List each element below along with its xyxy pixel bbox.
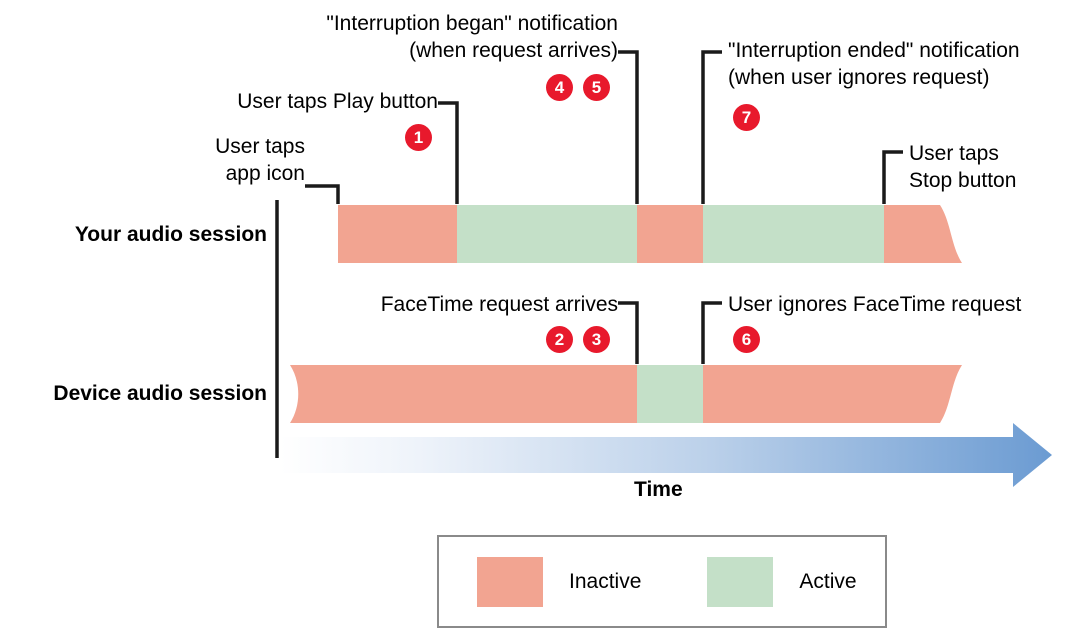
annotation-user-taps-app-icon: User taps app icon xyxy=(215,135,305,185)
time-axis-label: Time xyxy=(634,478,683,501)
badge-5: 5 xyxy=(583,74,610,101)
segment-inactive xyxy=(637,205,703,263)
legend-swatch-inactive xyxy=(477,556,543,607)
legend-label-inactive: Inactive xyxy=(569,569,642,593)
segment-inactive xyxy=(290,365,637,423)
leader-interruption-began xyxy=(618,50,639,204)
annotation-user-ignores-facetime: User ignores FaceTime request xyxy=(728,293,1022,316)
badge-1: 1 xyxy=(405,124,432,151)
segment-inactive xyxy=(884,205,962,263)
annotation-interruption-began: "Interruption began" notification (when … xyxy=(326,12,618,62)
segment-active xyxy=(637,365,703,423)
leader-user-taps-stop-button xyxy=(882,150,903,204)
legend-item-inactive: Inactive xyxy=(477,556,642,607)
segment-inactive xyxy=(338,205,457,263)
annotation-facetime-request-arrives: FaceTime request arrives xyxy=(380,293,618,316)
badge-2: 2 xyxy=(546,326,573,353)
legend-swatch-active xyxy=(707,556,774,607)
badge-3: 3 xyxy=(583,326,610,353)
leader-interruption-ended xyxy=(701,50,722,204)
legend: Inactive Active xyxy=(437,535,887,628)
bar-device-audio-session xyxy=(290,365,962,423)
leader-facetime-request-arrives xyxy=(618,301,639,364)
leader-user-taps-app-icon xyxy=(305,184,340,204)
legend-label-active: Active xyxy=(799,569,857,593)
segment-active xyxy=(703,205,884,263)
annotation-interruption-ended: "Interruption ended" notification (when … xyxy=(728,39,1020,89)
row-label-device-audio-session: Device audio session xyxy=(53,382,267,405)
bar-your-audio-session xyxy=(338,205,962,263)
row-label-your-audio-session: Your audio session xyxy=(74,223,267,246)
time-arrow xyxy=(280,423,1052,487)
segment-inactive xyxy=(703,365,962,423)
badge-4: 4 xyxy=(546,74,573,101)
annotation-user-taps-play-button: User taps Play button xyxy=(237,90,438,113)
leader-user-taps-play-button xyxy=(438,101,459,204)
badge-6: 6 xyxy=(733,326,760,353)
segment-active xyxy=(457,205,637,263)
legend-item-active: Active xyxy=(707,556,857,607)
leader-user-ignores-facetime xyxy=(701,301,722,364)
badge-7: 7 xyxy=(733,104,760,131)
annotation-user-taps-stop-button: User taps Stop button xyxy=(909,142,1017,192)
